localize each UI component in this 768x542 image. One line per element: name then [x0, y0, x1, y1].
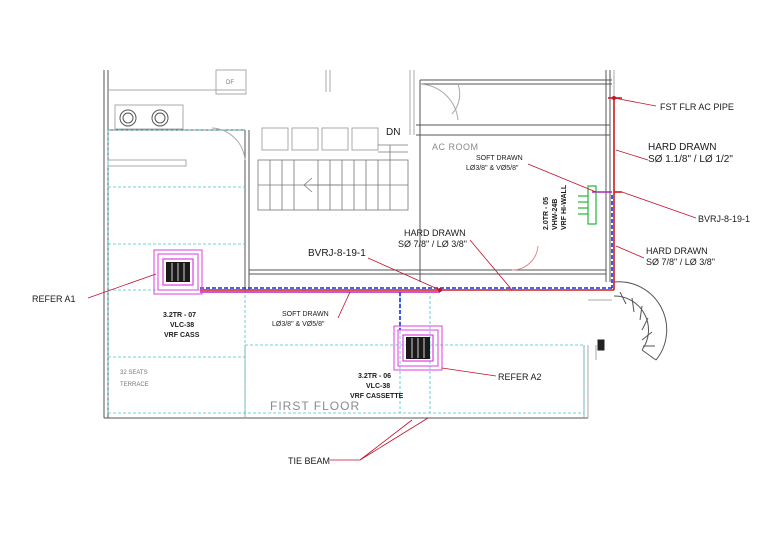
spiral-stair [588, 281, 668, 361]
seats-label-1: 32 SEATS [120, 370, 148, 376]
seats-label-2: TERRACE [120, 382, 149, 388]
leader-dots [438, 96, 616, 292]
bvrj-left-label: BVRJ-8-19-1 [308, 248, 366, 259]
refer-a1-label: REFER A1 [32, 294, 76, 304]
fixtures [107, 104, 605, 351]
cass2-line3: VRF CASSETTE [350, 393, 404, 400]
room-labels: DF DN AC ROOM FIRST FLOOR 32 SEATS TERRA… [120, 80, 479, 413]
soft-drawn-top-spec: LØ3/8" & VØ5/8" [466, 165, 519, 172]
hiwall-line3: VRF HI-WALL [561, 184, 568, 230]
hard-drawn-1-spec: SØ 1.1/8" / LØ 1/2" [648, 154, 733, 165]
cass1-line2: VLC-38 [170, 322, 194, 329]
staircase [257, 144, 409, 211]
ac-room-label: AC ROOM [432, 142, 479, 152]
cass2-line2: VLC-38 [366, 383, 390, 390]
hard-drawn-1-title: HARD DRAWN [648, 142, 717, 153]
hard-drawn-mid-title: HARD DRAWN [404, 228, 466, 238]
hard-drawn-mid-spec: SØ 7/8" / LØ 3/8" [398, 239, 467, 249]
hiwall-line2: VHW-24B [552, 199, 559, 230]
refer-a2-label: REFER A2 [498, 372, 542, 382]
annotation-labels: FST FLR AC PIPE HARD DRAWN SØ 1.1/8" / L… [32, 102, 750, 466]
bvrj-right-label: BVRJ-8-19-1 [698, 214, 750, 224]
soft-drawn-mid-title: SOFT DRAWN [282, 311, 329, 318]
hiwall-unit [578, 185, 597, 225]
cass2-line1: 3.2TR - 06 [358, 373, 391, 380]
dn-label: DN [386, 127, 400, 138]
leader-lines [87, 97, 697, 461]
cass1-line1: 3.2TR - 07 [163, 312, 196, 319]
fst-flr-ac-pipe-label: FST FLR AC PIPE [660, 102, 734, 112]
df-label: DF [226, 80, 234, 86]
walls [103, 69, 615, 419]
soft-drawn-mid-spec: LØ3/8" & VØ5/8" [272, 321, 325, 328]
cassette-unit-1 [153, 249, 203, 295]
hiwall-line1: 2.0TR - 05 [543, 197, 550, 230]
cassette-unit-2 [393, 325, 443, 371]
soft-drawn-top-title: SOFT DRAWN [476, 155, 523, 162]
hard-drawn-right-title: HARD DRAWN [646, 246, 708, 256]
first-floor-label: FIRST FLOOR [270, 399, 360, 413]
tie-beam-label: TIE BEAM [288, 456, 330, 466]
hard-drawn-right-spec: SØ 7/8" / LØ 3/8" [646, 257, 715, 267]
cass1-line3: VRF CASS [164, 332, 200, 339]
